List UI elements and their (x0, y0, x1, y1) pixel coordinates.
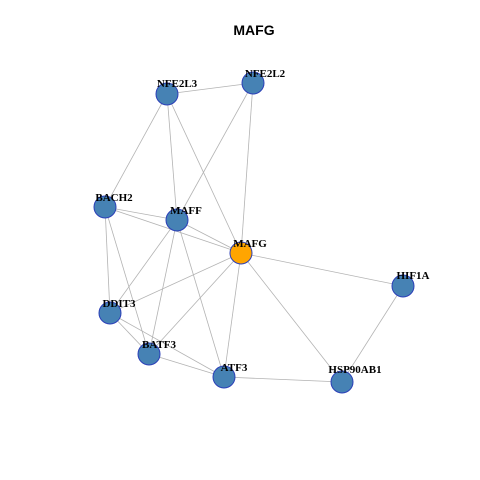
edge-nfe2l2-mafg (240, 82, 254, 254)
node-circle-batf3 (137, 342, 161, 366)
node-circle-nfe2l2 (241, 71, 265, 95)
node-atf3: ATF3 (212, 362, 248, 389)
node-label-hif1a: HIF1A (397, 270, 430, 282)
node-label-hsp90ab1: HSP90AB1 (328, 364, 381, 376)
edge-mafg-ddit3 (109, 252, 242, 314)
node-circle-maff (165, 208, 189, 232)
node-mafg: MAFG (229, 238, 267, 265)
node-hif1a: HIF1A (391, 270, 430, 298)
edge-bach2-ddit3 (104, 206, 111, 314)
graph-title: MAFG (233, 22, 274, 38)
edge-maff-atf3 (176, 219, 225, 378)
edge-mafg-atf3 (223, 252, 242, 378)
node-label-atf3: ATF3 (221, 362, 248, 374)
node-circle-nfe2l3 (155, 82, 179, 106)
edge-nfe2l3-nfe2l2 (166, 82, 254, 95)
edge-mafg-hsp90ab1 (240, 252, 343, 383)
node-label-mafg: MAFG (233, 238, 267, 250)
node-label-ddit3: DDIT3 (102, 298, 136, 310)
edge-maff-batf3 (148, 219, 178, 355)
edge-bach2-maff (104, 206, 178, 221)
node-label-maff: MAFF (170, 205, 202, 217)
edge-nfe2l3-mafg (166, 93, 242, 254)
edge-batf3-atf3 (148, 353, 225, 378)
edge-mafg-hif1a (240, 252, 404, 287)
node-circle-bach2 (93, 195, 117, 219)
edge-nfe2l3-maff (166, 93, 178, 221)
node-label-batf3: BATF3 (142, 339, 177, 351)
node-label-bach2: BACH2 (95, 192, 133, 204)
edge-nfe2l2-maff (176, 82, 254, 221)
node-circle-mafg (229, 241, 253, 265)
edge-layer (104, 82, 404, 383)
node-circle-hif1a (391, 274, 415, 298)
edge-mafg-batf3 (148, 252, 242, 355)
edge-atf3-hsp90ab1 (223, 376, 343, 383)
node-bach2: BACH2 (93, 192, 133, 219)
edge-nfe2l3-bach2 (104, 93, 168, 208)
node-nfe2l2: NFE2L2 (241, 68, 286, 95)
edge-maff-ddit3 (109, 219, 178, 314)
node-nfe2l3: NFE2L3 (155, 78, 198, 106)
node-maff: MAFF (165, 205, 202, 232)
node-circle-atf3 (212, 365, 236, 389)
node-label-nfe2l3: NFE2L3 (157, 78, 198, 90)
edge-hif1a-hsp90ab1 (341, 285, 404, 383)
node-label-nfe2l2: NFE2L2 (245, 68, 286, 80)
node-circle-hsp90ab1 (330, 370, 354, 394)
node-ddit3: DDIT3 (98, 298, 136, 325)
node-circle-ddit3 (98, 301, 122, 325)
node-hsp90ab1: HSP90AB1 (328, 364, 382, 394)
edge-bach2-batf3 (104, 206, 150, 355)
node-batf3: BATF3 (137, 339, 177, 366)
edge-maff-mafg (176, 219, 242, 254)
edge-ddit3-atf3 (109, 312, 225, 378)
